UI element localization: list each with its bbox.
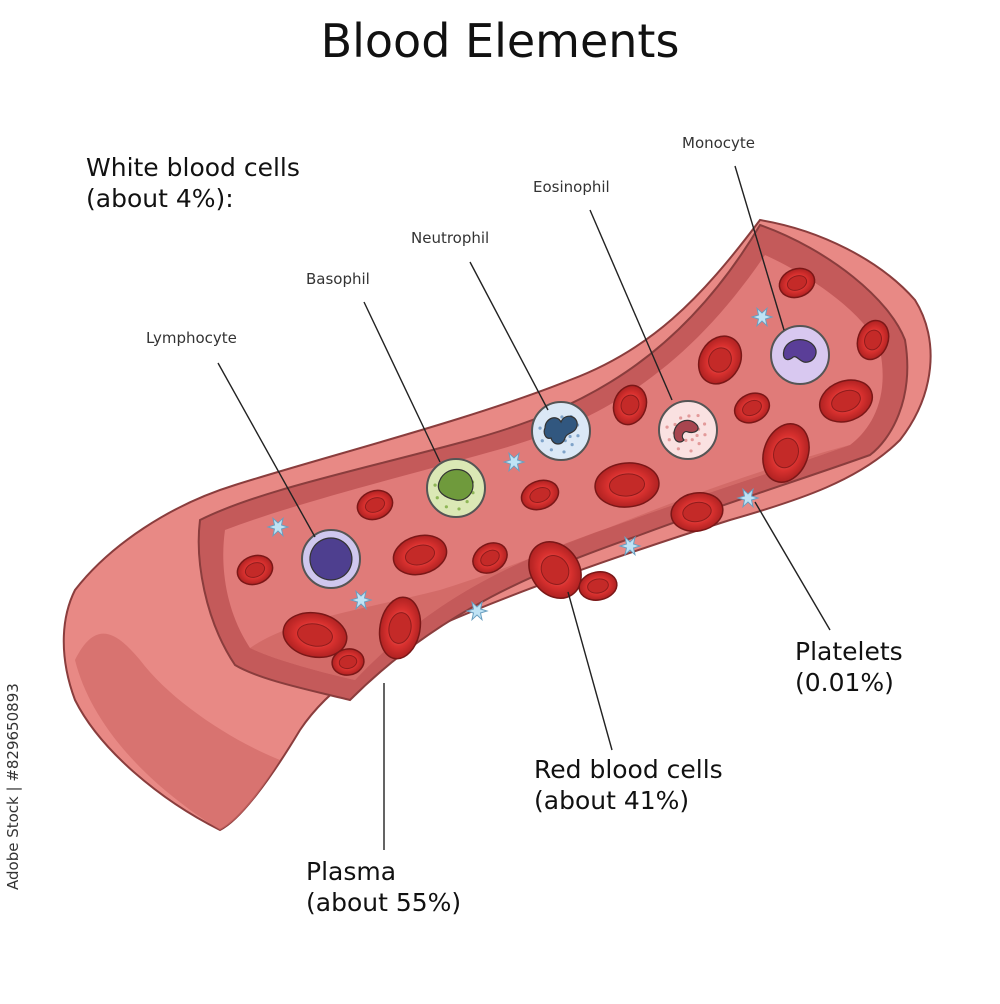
- platelet: [502, 451, 526, 473]
- red-blood-cell: [762, 423, 810, 483]
- label-platelets: Platelets (0.01%): [795, 636, 903, 698]
- leader-line: [734, 165, 785, 331]
- vessel-outer-shading: [75, 633, 280, 830]
- label-plasma-line2: (about 55%): [306, 888, 462, 917]
- label-rbc-line2: (about 41%): [534, 786, 690, 815]
- cells-layer: [236, 267, 890, 676]
- platelet: [349, 589, 373, 611]
- leader-line: [217, 362, 316, 538]
- lymphocyte-cell: [301, 529, 361, 589]
- red-blood-cell: [331, 648, 365, 676]
- label-platelets-line2: (0.01%): [795, 668, 894, 697]
- red-blood-cell: [520, 479, 560, 511]
- red-blood-cell: [472, 542, 508, 574]
- red-blood-cell: [528, 541, 582, 599]
- label-plasma-line1: Plasma: [306, 857, 397, 886]
- red-blood-cell: [578, 571, 618, 601]
- red-blood-cell: [282, 611, 348, 659]
- red-blood-cell: [697, 335, 743, 385]
- red-blood-cell: [856, 319, 890, 361]
- label-platelets-line1: Platelets: [795, 637, 903, 666]
- red-blood-cell: [392, 534, 448, 576]
- stock-watermark-id: Adobe Stock | #829650893: [4, 683, 22, 890]
- red-blood-cell: [818, 379, 874, 423]
- leader-line: [754, 501, 831, 631]
- monocyte-cell: [770, 325, 830, 385]
- label-lymphocyte: Lymphocyte: [146, 329, 237, 347]
- red-blood-cell: [236, 554, 274, 586]
- platelet: [618, 535, 642, 557]
- red-blood-cell: [612, 384, 648, 426]
- label-eosinophil: Eosinophil: [533, 178, 610, 196]
- label-wbc-line1: White blood cells: [86, 153, 300, 182]
- leader-line: [589, 209, 673, 401]
- platelet: [750, 306, 774, 328]
- diagram-title: Blood Elements: [320, 14, 680, 68]
- eosinophil-cell: [658, 400, 718, 460]
- label-wbc-line2: (about 4%):: [86, 184, 234, 213]
- red-blood-cell: [733, 392, 771, 424]
- red-blood-cell: [378, 596, 422, 660]
- red-blood-cell: [778, 267, 816, 299]
- red-blood-cell: [670, 492, 724, 532]
- basophil-cell: [426, 458, 486, 518]
- red-blood-cell: [594, 462, 660, 508]
- label-rbc: Red blood cells (about 41%): [534, 754, 723, 816]
- red-blood-cell: [356, 489, 394, 521]
- label-rbc-line1: Red blood cells: [534, 755, 723, 784]
- label-neutrophil: Neutrophil: [411, 229, 490, 247]
- leader-line: [363, 301, 441, 463]
- platelet: [736, 487, 760, 509]
- leader-line: [469, 261, 549, 411]
- platelet: [266, 516, 290, 538]
- leader-line: [567, 591, 613, 751]
- label-wbc: White blood cells (about 4%):: [86, 152, 300, 214]
- leader-lines: [217, 165, 831, 850]
- platelet: [465, 600, 489, 622]
- neutrophil-cell: [531, 401, 591, 461]
- label-plasma: Plasma (about 55%): [306, 856, 461, 918]
- label-basophil: Basophil: [306, 270, 370, 288]
- label-monocyte: Monocyte: [682, 134, 756, 152]
